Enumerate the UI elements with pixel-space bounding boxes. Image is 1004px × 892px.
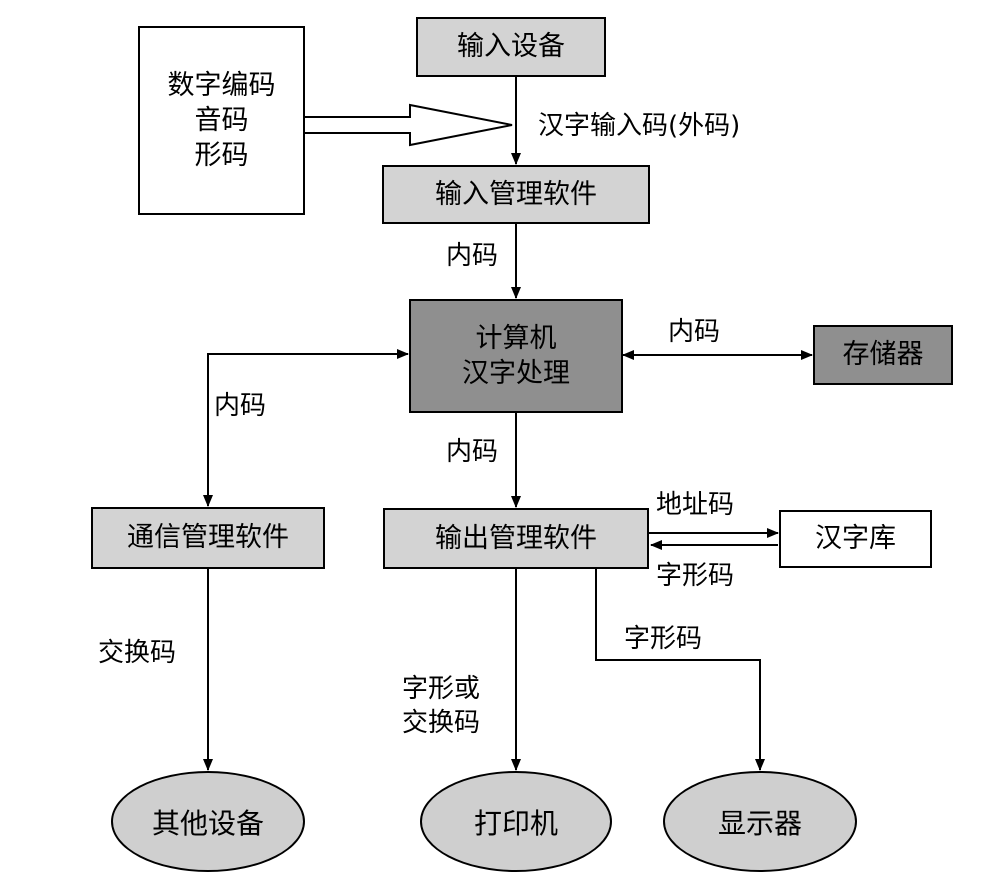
printer-label: 打印机 xyxy=(473,806,558,840)
arrow-output-to-display xyxy=(595,569,765,771)
printer-ellipse: 打印机 xyxy=(420,771,612,872)
comm-mgmt-label: 通信管理软件 xyxy=(127,522,289,554)
internal-code-label-3: 内码 xyxy=(214,391,267,421)
glyph-or-exchange-label: 字形或 交换码 xyxy=(402,673,480,741)
computer-label: 计算机 xyxy=(475,322,557,354)
hollow-arrow-encoding-to-input xyxy=(305,103,513,147)
storage-label: 存储器 xyxy=(842,339,924,371)
computer-processing-box: 计算机 汉字处理 xyxy=(409,299,623,413)
other-devices-label: 其他设备 xyxy=(151,806,264,840)
encoding-methods-box: 数字编码 音码 形码 xyxy=(138,26,305,215)
internal-code-label-2: 内码 xyxy=(668,317,721,347)
display-ellipse: 显示器 xyxy=(663,771,857,872)
storage-box: 存储器 xyxy=(813,325,953,385)
input-device-box: 输入设备 xyxy=(416,17,606,77)
external-code-label: 汉字输入码(外码) xyxy=(538,111,741,141)
display-label: 显示器 xyxy=(717,806,802,840)
encoding-shape-label: 形码 xyxy=(194,140,249,172)
input-device-label: 输入设备 xyxy=(457,31,565,63)
comm-mgmt-box: 通信管理软件 xyxy=(91,507,325,569)
glyph-code-label-1: 字形码 xyxy=(656,561,735,591)
glyph-or-line: 字形或 xyxy=(402,674,481,704)
hanzi-processing-label: 汉字处理 xyxy=(462,358,570,389)
internal-code-label-4: 内码 xyxy=(446,437,499,467)
address-code-label: 地址码 xyxy=(656,490,735,520)
exchange-code-label: 交换码 xyxy=(98,638,177,668)
encoding-phonetic-label: 音码 xyxy=(194,104,249,136)
char-library-box: 汉字库 xyxy=(779,510,932,568)
input-mgmt-box: 输入管理软件 xyxy=(382,165,650,224)
exchange-code-line: 交换码 xyxy=(402,707,481,738)
char-library-label: 汉字库 xyxy=(815,523,896,555)
glyph-code-label-2: 字形码 xyxy=(624,624,703,654)
input-mgmt-label: 输入管理软件 xyxy=(435,178,597,210)
other-devices-ellipse: 其他设备 xyxy=(111,771,305,872)
internal-code-label-1: 内码 xyxy=(446,241,499,271)
line-comm-to-computer xyxy=(207,349,409,506)
output-mgmt-label: 输出管理软件 xyxy=(435,522,597,554)
output-mgmt-box: 输出管理软件 xyxy=(383,508,649,569)
encoding-digital-label: 数字编码 xyxy=(167,69,276,101)
